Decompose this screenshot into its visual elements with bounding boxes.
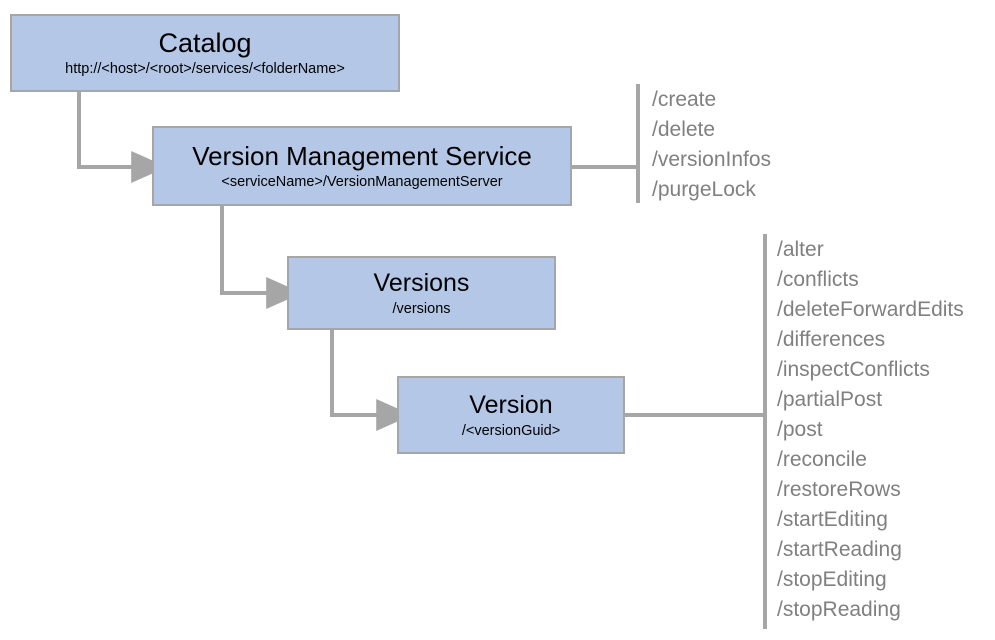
node-catalog-subtitle: http://<host>/<root>/services/<folderNam… bbox=[65, 60, 345, 77]
connector-service-to-operations bbox=[572, 84, 640, 203]
operation-item[interactable]: /alter bbox=[777, 238, 824, 261]
node-version-management-service-title: Version Management Service bbox=[192, 140, 532, 171]
operation-item[interactable]: /startEditing bbox=[777, 508, 888, 531]
connector-version-to-operations bbox=[625, 234, 767, 629]
node-versions-subtitle: /versions bbox=[392, 300, 451, 317]
service-operations-list: /create /delete /versionInfos /purgeLock bbox=[652, 85, 771, 205]
operation-item[interactable]: /stopEditing bbox=[777, 568, 887, 591]
version-operations-list: /alter /conflicts /deleteForwardEdits /d… bbox=[777, 235, 964, 625]
operation-item[interactable]: /stopReading bbox=[777, 598, 901, 621]
operation-item[interactable]: /conflicts bbox=[777, 268, 859, 291]
node-catalog[interactable]: Catalog http://<host>/<root>/services/<f… bbox=[10, 14, 400, 92]
operation-item[interactable]: /startReading bbox=[777, 538, 902, 561]
operation-item[interactable]: /differences bbox=[777, 328, 886, 351]
operation-item[interactable]: /reconcile bbox=[777, 448, 867, 471]
node-versions-title: Versions bbox=[373, 268, 470, 297]
operation-item[interactable]: /post bbox=[777, 418, 823, 441]
node-version[interactable]: Version /<versionGuid> bbox=[397, 376, 625, 454]
operation-item[interactable]: /purgeLock bbox=[652, 178, 756, 201]
node-version-title: Version bbox=[469, 390, 553, 419]
node-version-subtitle: /<versionGuid> bbox=[461, 422, 561, 439]
connector-service-to-versions bbox=[220, 206, 303, 309]
operation-item[interactable]: /create bbox=[652, 88, 717, 111]
operation-item[interactable]: /restoreRows bbox=[777, 478, 901, 501]
operation-item[interactable]: /delete bbox=[652, 118, 716, 141]
operation-item[interactable]: /partialPost bbox=[777, 388, 883, 411]
operation-item[interactable]: /inspectConflicts bbox=[777, 358, 930, 381]
connector-catalog-to-service bbox=[77, 92, 168, 183]
node-version-management-service-subtitle: <serviceName>/VersionManagementServer bbox=[221, 173, 503, 190]
operation-item[interactable]: /deleteForwardEdits bbox=[777, 298, 964, 321]
operation-item[interactable]: /versionInfos bbox=[652, 148, 772, 171]
node-version-management-service[interactable]: Version Management Service <serviceName>… bbox=[152, 126, 572, 206]
node-catalog-title: Catalog bbox=[158, 27, 252, 58]
node-versions[interactable]: Versions /versions bbox=[287, 256, 556, 330]
connector-versions-to-version bbox=[330, 330, 413, 431]
